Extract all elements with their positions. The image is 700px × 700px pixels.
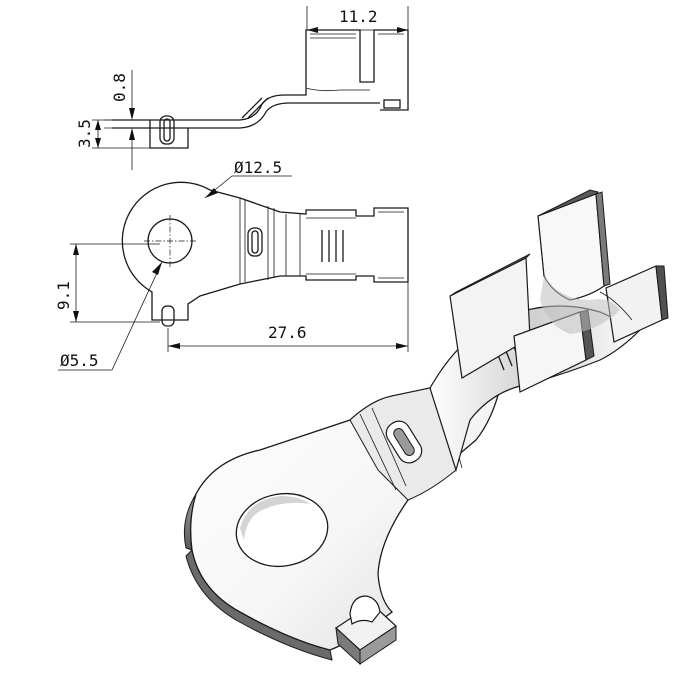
isometric-view	[183, 189, 669, 666]
top-view-outline	[121, 181, 409, 321]
dim-height: 3.5	[75, 119, 94, 148]
dim-top-width: 11.2	[339, 7, 378, 26]
top-view: Ø12.5 9.1 27.6 Ø5.5	[54, 158, 409, 371]
side-view-plate	[112, 119, 151, 129]
side-view-ring-tab	[150, 29, 409, 129]
dim-thickness: 0.8	[110, 73, 129, 102]
side-view: 11.2 0.8 3.5	[75, 6, 409, 170]
iso-hole	[235, 493, 329, 567]
dim-ring-diameter: Ø12.5	[234, 158, 282, 177]
dim-total-length: 27.6	[268, 323, 307, 342]
dim-hole-diameter: Ø5.5	[60, 351, 99, 370]
dim-offset: 9.1	[54, 281, 73, 310]
